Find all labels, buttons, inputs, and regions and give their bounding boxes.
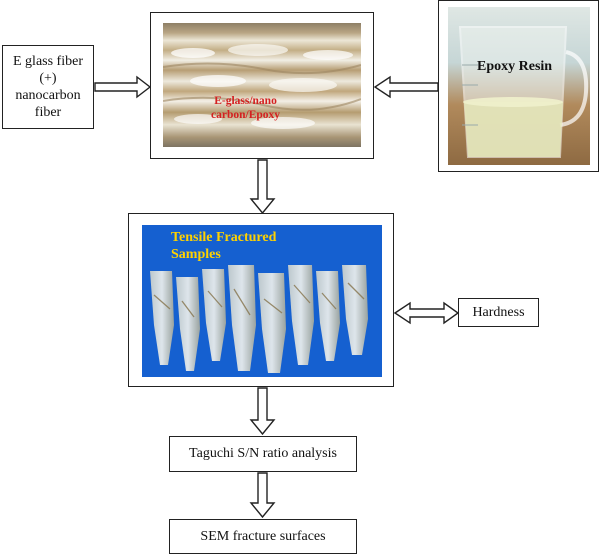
laminate-caption: E-glass/nano carbon/Epoxy: [211, 95, 280, 123]
tensile-samples-photo-node: Tensile Fractured Samples: [128, 213, 394, 387]
e-glass-line-2: (+): [39, 70, 57, 86]
sem-node: SEM fracture surfaces: [169, 519, 357, 554]
tensile-caption-line-2: Samples: [171, 246, 221, 262]
arrow-laminate-to-tensile: [249, 159, 276, 215]
laminate-caption-line-2: carbon/Epoxy: [211, 108, 281, 121]
arrow-eglass-to-laminate: [94, 75, 152, 99]
e-glass-line-1: E glass fiber: [13, 53, 83, 69]
tensile-specimens-drawing: [150, 265, 368, 373]
arrow-tensile-to-taguchi: [249, 387, 276, 436]
laminate-photo-node: E-glass/nano carbon/Epoxy: [150, 12, 374, 159]
epoxy-resin-photo: [448, 7, 590, 165]
tensile-caption-line-1: Tensile Fractured: [171, 230, 277, 245]
arrow-epoxy-to-laminate: [373, 75, 439, 99]
tensile-caption: Tensile Fractured Samples: [171, 230, 276, 264]
arrow-taguchi-to-sem: [249, 472, 276, 519]
epoxy-beaker-drawing: [458, 26, 589, 158]
laminate-photo: [163, 23, 361, 147]
taguchi-node: Taguchi S/N ratio analysis: [169, 436, 357, 472]
arrow-tensile-hardness: [393, 301, 460, 325]
e-glass-line-3: nanocarbon: [15, 88, 81, 103]
epoxy-caption: Epoxy Resin: [477, 59, 553, 74]
e-glass-line-4: fiber: [34, 105, 62, 121]
hardness-node: Hardness: [458, 298, 539, 327]
laminate-fiber-texture: [163, 44, 361, 129]
laminate-caption-line-1: E-glass/nano: [214, 95, 277, 107]
e-glass-nanocarbon-node: E glass fiber (+) nanocarbon fiber: [2, 45, 94, 129]
tensile-samples-photo: [142, 225, 382, 377]
epoxy-resin-photo-node: Epoxy Resin: [438, 0, 599, 172]
